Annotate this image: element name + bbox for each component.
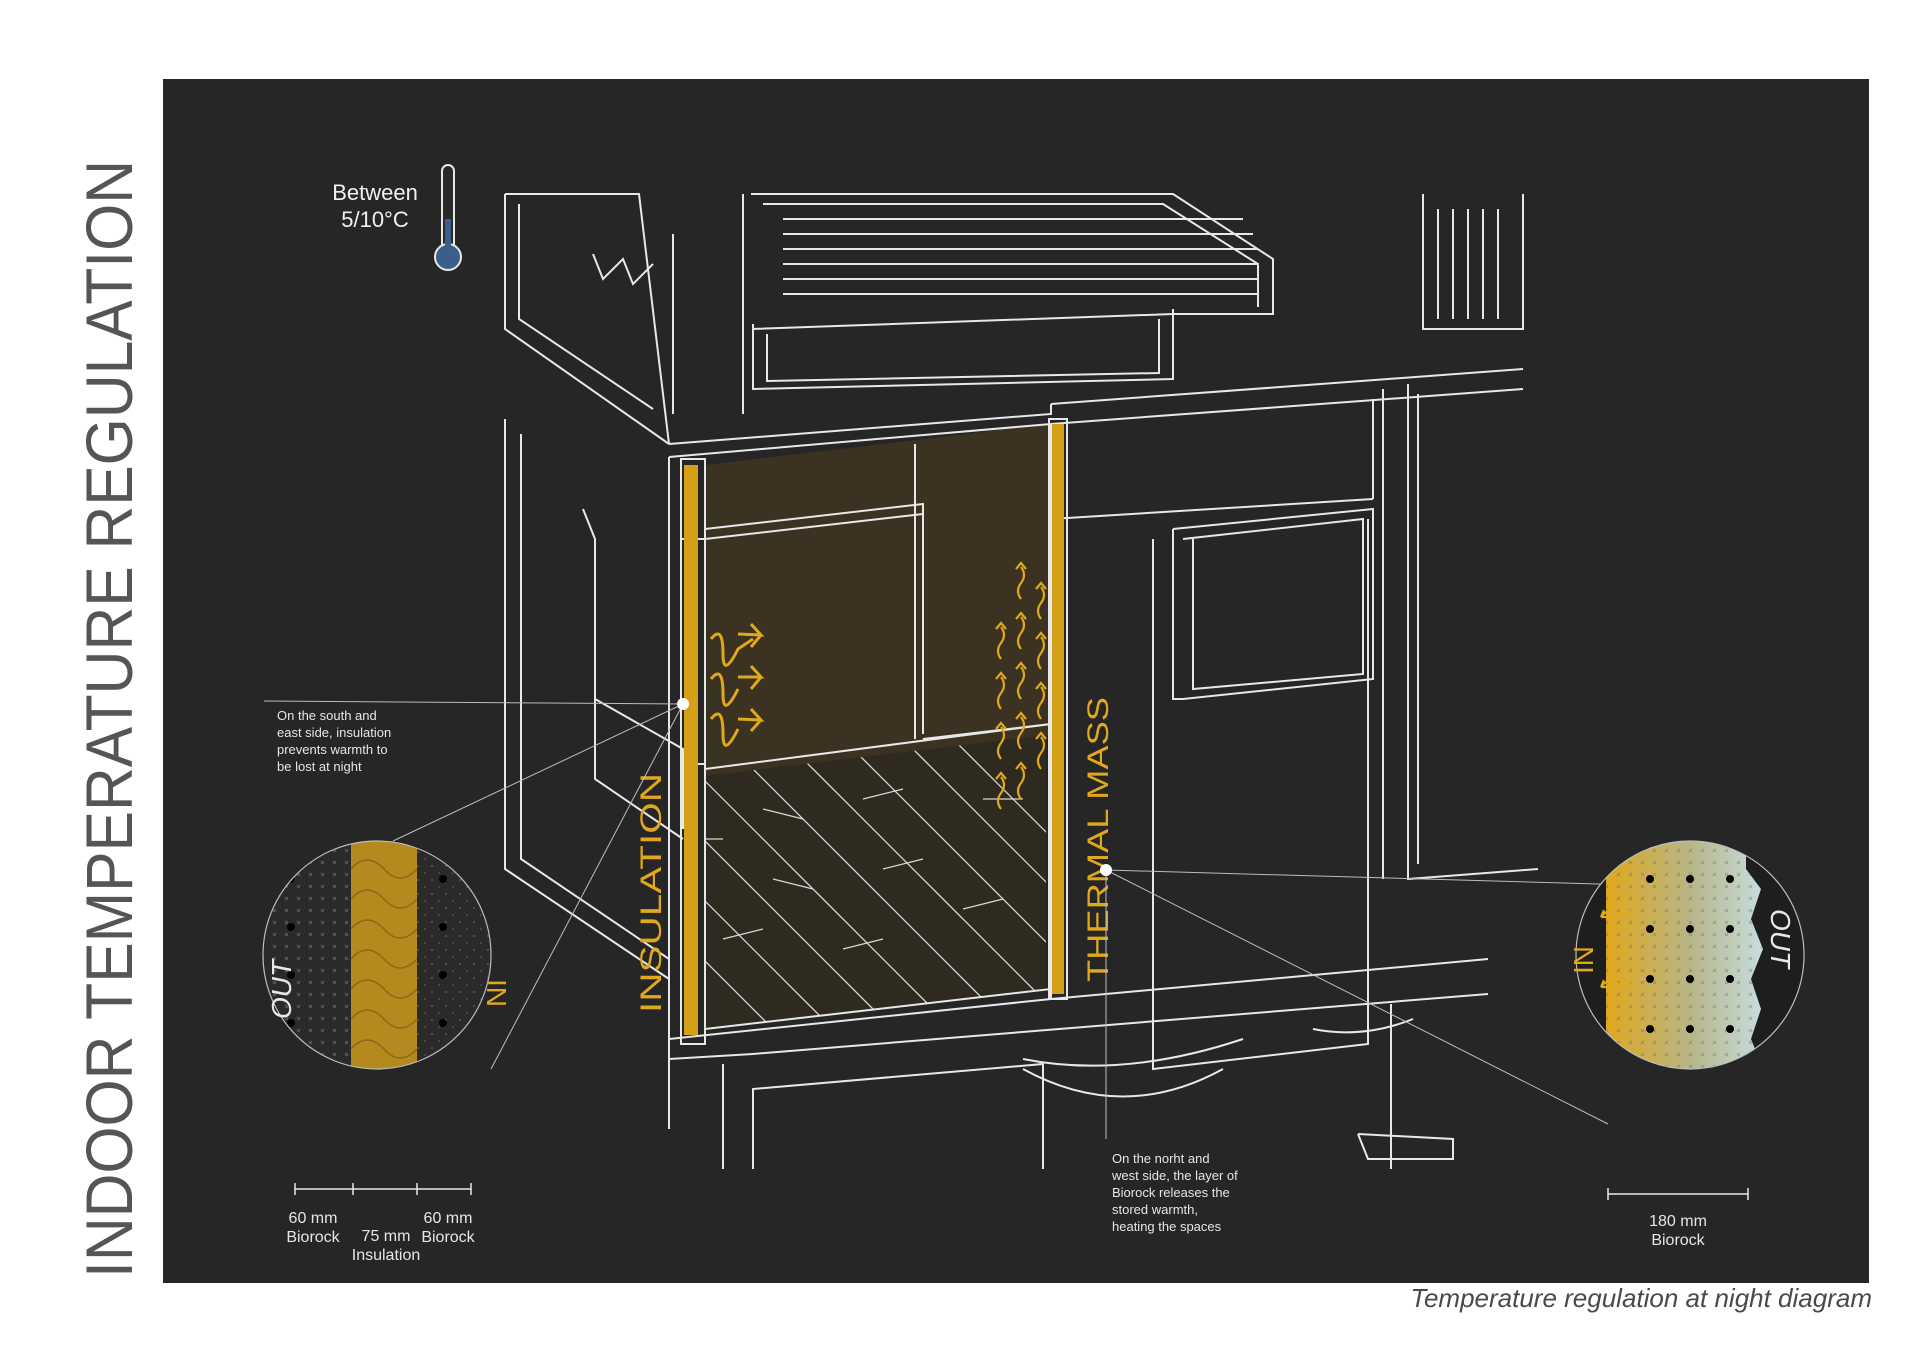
note-line: heating the spaces xyxy=(1112,1219,1222,1234)
right-out-label: OUT xyxy=(1765,909,1796,970)
note-line: prevents warmth to xyxy=(277,742,388,757)
left-dimension-line xyxy=(294,1183,472,1195)
figure-caption: Temperature regulation at night diagram xyxy=(1410,1283,1872,1313)
note-line: east side, insulation xyxy=(277,725,392,740)
insulation-callout-dot xyxy=(677,698,689,710)
diagram-panel: INSULATION THERMAL MASS xyxy=(163,79,1869,1283)
note-line: On the south and xyxy=(277,708,377,723)
left-dim-2: 75 mm Insulation xyxy=(341,1227,431,1265)
note-line: west side, the layer of xyxy=(1112,1168,1238,1183)
note-line: Biorock releases the xyxy=(1112,1185,1230,1200)
left-in-label: IN xyxy=(481,979,512,1007)
temperature-line-2: 5/10°C xyxy=(341,207,409,232)
dim-material: Insulation xyxy=(351,1247,421,1264)
thermometer-icon xyxy=(434,164,462,271)
north-west-note: On the norht and west side, the layer of… xyxy=(1112,1150,1272,1235)
warm-air-arrows xyxy=(995,561,1047,810)
room-interior xyxy=(705,424,1051,776)
right-dimension-line xyxy=(1607,1188,1749,1200)
left-dim-1: 60 mm Biorock xyxy=(281,1209,345,1247)
thermal-mass-frame xyxy=(1048,418,1068,1000)
thermal-mass-detail-circle xyxy=(1575,840,1805,1070)
thermal-mass-callout-dot xyxy=(1100,864,1112,876)
note-line: On the norht and xyxy=(1112,1151,1210,1166)
left-out-label: OUT xyxy=(266,958,297,1019)
room-floor xyxy=(705,735,1046,1029)
dim-value: 180 mm xyxy=(1649,1213,1707,1230)
leader-lines xyxy=(263,700,1634,1139)
dim-material: Biorock xyxy=(1651,1232,1705,1249)
heat-wave-arrows xyxy=(709,622,765,747)
dim-value: 75 mm xyxy=(361,1228,411,1245)
temperature-line-1: Between xyxy=(332,180,418,205)
insulation-detail-circle xyxy=(262,840,492,1070)
dim-value: 60 mm xyxy=(423,1210,473,1227)
dim-material: Biorock xyxy=(286,1229,340,1246)
page-title: INDOOR TEMPERATURE REGULATION xyxy=(72,160,138,1278)
insulation-strip xyxy=(684,465,698,1035)
temperature-readout: Between 5/10°C xyxy=(325,179,425,233)
note-line: stored warmth, xyxy=(1112,1202,1198,1217)
thermal-mass-strip xyxy=(1052,424,1064,994)
left-dim-3: 60 mm Biorock xyxy=(413,1209,483,1247)
insulation-strip-frame xyxy=(680,458,706,1045)
note-line: be lost at night xyxy=(277,759,362,774)
moon-icon xyxy=(219,150,276,262)
thermal-mass-label: THERMAL MASS xyxy=(1082,697,1115,982)
insulation-label: INSULATION xyxy=(635,773,668,1013)
dim-material: Biorock xyxy=(421,1229,475,1246)
right-in-label: IN xyxy=(1568,946,1599,974)
page-title-text: INDOOR TEMPERATURE REGULATION xyxy=(72,160,138,1278)
dim-value: 60 mm xyxy=(288,1210,338,1227)
right-dim: 180 mm Biorock xyxy=(1633,1212,1723,1250)
building-section-drawing: INSULATION THERMAL MASS xyxy=(219,150,1805,1200)
floor-planks xyxy=(705,735,1046,1029)
south-east-note: On the south and east side, insulation p… xyxy=(277,707,437,775)
